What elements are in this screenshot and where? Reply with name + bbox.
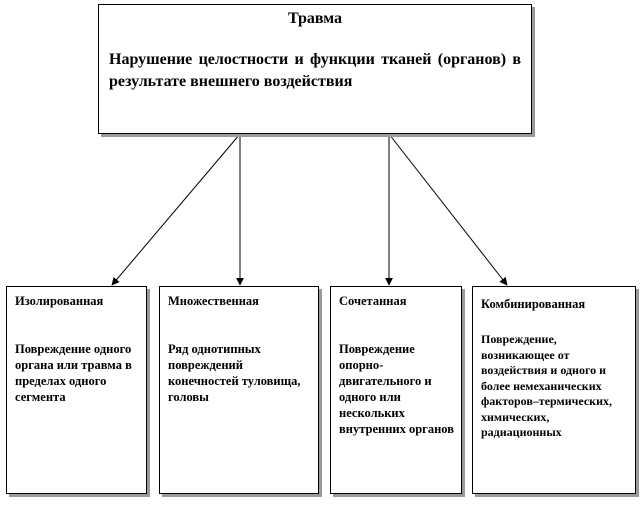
arrow-to-isolated xyxy=(111,133,241,286)
category-node-combined: Сочетанная Повреждение опорно-двигательн… xyxy=(330,286,462,494)
category-title: Сочетанная xyxy=(339,294,407,308)
category-node-isolated: Изолированная Повреждение одного органа … xyxy=(6,286,147,494)
category-description: Повреждение, возникающее от воздействия … xyxy=(481,332,613,439)
category-title: Изолированная xyxy=(15,294,104,308)
category-description: Повреждение опорно-двигательного и одног… xyxy=(339,342,454,436)
category-title: Множественная xyxy=(168,294,259,308)
category-node-multiple: Множественная Ряд однотипных повреждений… xyxy=(159,286,319,494)
root-node: Травма Нарушение целостности и функции т… xyxy=(98,4,532,134)
root-description: Нарушение целостности и функции тканей (… xyxy=(109,51,521,90)
category-description: Повреждение одного органа или травма в п… xyxy=(15,342,132,404)
category-description: Ряд однотипных повреждений конечностей т… xyxy=(168,342,301,404)
arrow-to-combination xyxy=(388,133,508,286)
category-node-combination: Комбинированная Повреждение, возникающее… xyxy=(472,286,636,494)
root-title: Травма xyxy=(287,10,343,27)
category-title: Комбинированная xyxy=(481,297,586,311)
